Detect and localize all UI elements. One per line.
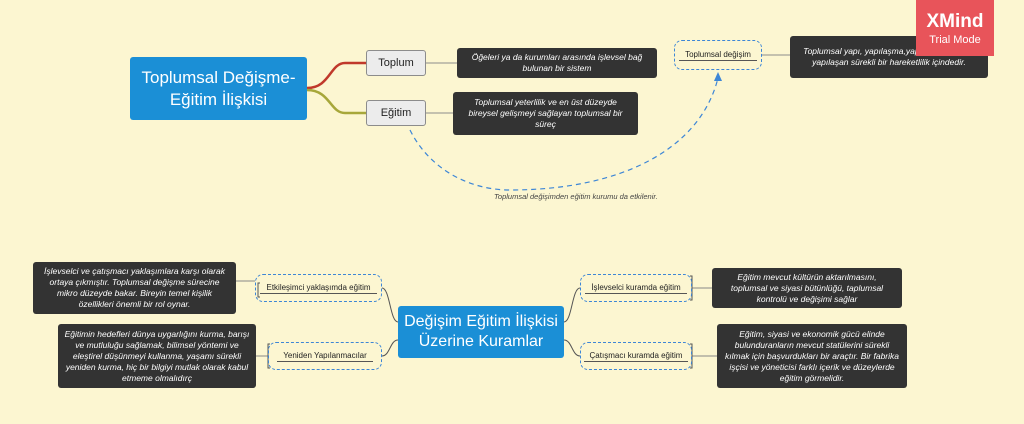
topic-islevselci-label: İşlevselci kuramda eğitim [585, 283, 687, 294]
topic-catismaci-label: Çatışmacı kuramda eğitim [583, 351, 689, 362]
branch-line-left-1 [381, 287, 399, 323]
relationship-curve [409, 77, 719, 191]
note-islevselci[interactable]: Eğitim mevcut kültürün aktarılmasını, to… [712, 268, 902, 308]
topic-islevselci[interactable]: İşlevselci kuramda eğitim [580, 274, 692, 302]
note-catismaci[interactable]: Eğitim, siyasi ve ekonomik gücü elinde b… [717, 324, 907, 388]
note-egitim[interactable]: Toplumsal yeterlilik ve en üst düzeyde b… [453, 92, 638, 135]
topic-egitim-label: Eğitim [380, 107, 412, 119]
trial-watermark: XMind Trial Mode [916, 0, 994, 56]
central-topic-map1-label: Toplumsal Değişme-Eğitim İlişkisi [141, 67, 296, 109]
central-topic-map2[interactable]: Değişim Eğitim İlişkisi Üzerine Kuramlar [398, 306, 564, 358]
relationship-arrowhead [714, 72, 722, 81]
central-topic-map2-label: Değişim Eğitim İlişkisi Üzerine Kuramlar [404, 313, 558, 350]
note-etkilesimci[interactable]: İşlevselci ve çatışmacı yaklaşımlara kar… [33, 262, 236, 314]
branch-line-right-2 [563, 339, 581, 357]
note-etkilesimci-text: İşlevselci ve çatışmacı yaklaşımlara kar… [44, 266, 225, 309]
watermark-mode: Trial Mode [929, 34, 981, 46]
note-islevselci-text: Eğitim mevcut kültürün aktarılmasını, to… [730, 271, 884, 304]
note-yeniden-yapilanmacilar[interactable]: Eğitimin hedefleri dünya uygarlığını kur… [58, 324, 256, 388]
watermark-brand: XMind [926, 11, 984, 32]
topic-yeniden-yapilanmacilar-label: Yeniden Yapılanmacılar [277, 351, 373, 362]
topic-yeniden-yapilanmacilar[interactable]: Yeniden Yapılanmacılar [268, 342, 382, 370]
note-degisim-text: Toplumsal yapı, yapılaşma,yapılar ve yen… [803, 46, 975, 67]
note-catismaci-text: Eğitim, siyasi ve ekonomik gücü elinde b… [725, 328, 899, 383]
note-toplum-text: Öğeleri ya da kurumları arasında işlevse… [471, 52, 643, 73]
topic-etkilesimci[interactable]: Etkileşimci yaklaşımda eğitim [255, 274, 382, 302]
topic-etkilesimci-label: Etkileşimci yaklaşımda eğitim [260, 283, 377, 294]
relationship-label[interactable]: Toplumsal değişimden eğitim kurumu da et… [494, 192, 658, 201]
note-egitim-text: Toplumsal yeterlilik ve en üst düzeyde b… [468, 97, 623, 129]
boundary-toplumsal-degisim-label: Toplumsal değişim [679, 50, 757, 61]
boundary-toplumsal-degisim[interactable]: Toplumsal değişim [674, 40, 762, 70]
note-yeniden-yapilanmacilar-text: Eğitimin hedefleri dünya uygarlığını kur… [64, 328, 250, 383]
branch-line-toplum [306, 61, 366, 90]
central-topic-map1[interactable]: Toplumsal Değişme-Eğitim İlişkisi [130, 57, 307, 120]
branch-line-left-2 [381, 339, 399, 357]
branch-line-right-1 [563, 287, 581, 323]
topic-catismaci[interactable]: Çatışmacı kuramda eğitim [580, 342, 692, 370]
topic-toplum[interactable]: Toplum [366, 50, 426, 76]
branch-line-egitim [306, 88, 366, 115]
topic-egitim[interactable]: Eğitim [366, 100, 426, 126]
topic-toplum-label: Toplum [378, 57, 414, 69]
note-toplum[interactable]: Öğeleri ya da kurumları arasında işlevse… [457, 48, 657, 78]
